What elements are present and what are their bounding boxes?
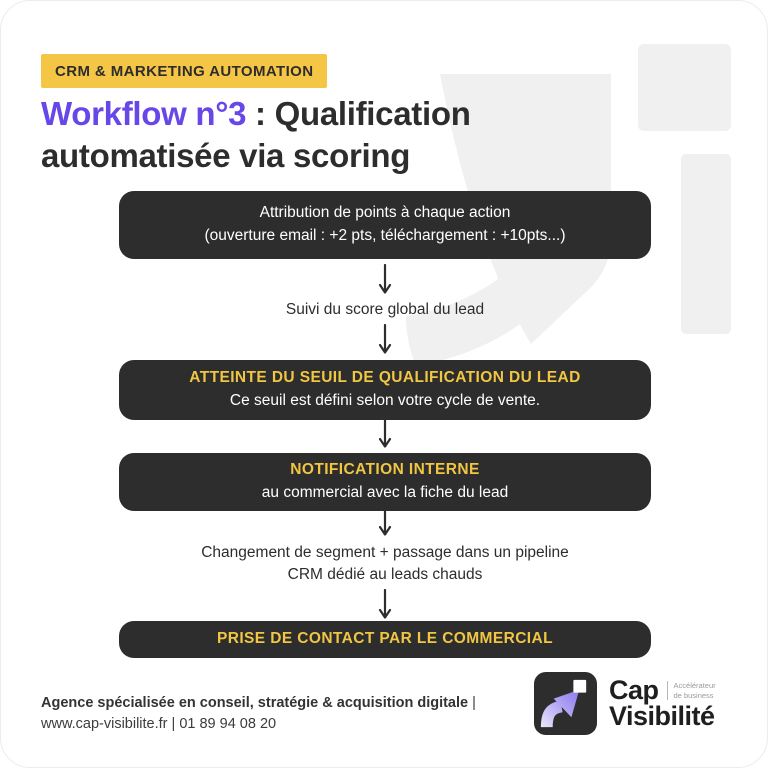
watermark-arrow-shaft	[406, 240, 570, 366]
footer-separator: |	[468, 695, 476, 711]
category-badge-label: CRM & MARKETING AUTOMATION	[55, 63, 314, 80]
flow-step-segment-change: Changement de segment + passage dans un …	[119, 542, 651, 587]
cap-visibilite-logo-icon	[534, 672, 597, 735]
flow-box-threshold: ATTEINTE DU SEUIL DE QUALIFICATION DU LE…	[119, 360, 651, 420]
flow-box3-heading: ATTEINTE DU SEUIL DE QUALIFICATION DU LE…	[189, 369, 581, 386]
title-highlight: Workflow n°3	[41, 95, 247, 132]
logo-name-line2: Visibilité	[609, 701, 715, 731]
flow-box3-sub: Ce seuil est défini selon votre cycle de…	[229, 391, 541, 409]
logo-arrow-shaft	[540, 700, 563, 728]
logo-tagline: Accélérateur de business	[666, 680, 716, 701]
title-line-1: Workflow n°3 : Qualification	[41, 93, 471, 135]
flow-box-contact: PRISE DE CONTACT PAR LE COMMERCIAL	[119, 621, 651, 658]
logo-square-dot	[573, 679, 587, 693]
category-badge: CRM & MARKETING AUTOMATION	[41, 54, 328, 88]
logo-tagline-line1: Accélérateur	[673, 680, 716, 690]
footer-tagline: Agence spécialisée en conseil, stratégie…	[41, 695, 469, 711]
page-title: Workflow n°3 : Qualification automatisée…	[41, 93, 471, 176]
flow-step5-line1: Changement de segment + passage dans un …	[201, 544, 569, 561]
logo-row-top: Cap Accélérateur de business	[609, 677, 716, 704]
arrow-down-icon	[378, 418, 392, 448]
watermark-column	[681, 154, 731, 334]
cap-visibilite-logo: Cap Accélérateur de business Visibilité	[534, 672, 716, 735]
flow-box6-heading: PRISE DE CONTACT PAR LE COMMERCIAL	[217, 630, 553, 647]
title-line1-rest: : Qualification	[246, 95, 471, 132]
arrow-down-icon	[378, 589, 392, 619]
logo-tagline-line2: de business	[673, 690, 714, 700]
title-line-2: automatisée via scoring	[41, 136, 411, 174]
footer-contact: www.cap-visibilite.fr | 01 89 94 08 20	[41, 715, 277, 732]
logo-arrowhead	[553, 689, 580, 718]
footer-text: Agence spécialisée en conseil, stratégie…	[41, 693, 521, 734]
logo-wordmark: Cap Accélérateur de business Visibilité	[609, 677, 716, 730]
flow-box1-line1: Attribution de points à chaque action	[259, 204, 511, 221]
flow-box-notification: NOTIFICATION INTERNE au commercial avec …	[119, 453, 651, 511]
arrow-down-icon	[378, 506, 392, 536]
flow-box4-heading: NOTIFICATION INTERNE	[290, 461, 480, 478]
flow-box-points-attribution: Attribution de points à chaque action (o…	[119, 191, 651, 259]
watermark-square	[638, 44, 731, 131]
flow-step5-line2: CRM dédié au leads chauds	[287, 566, 483, 584]
logo-name-line1: Cap	[609, 675, 659, 705]
flow-box1-line2: (ouverture email : +2 pts, téléchargemen…	[204, 226, 566, 244]
flow-step-score-tracking: Suivi du score global du lead	[285, 301, 485, 318]
arrow-down-icon	[378, 264, 392, 294]
flow-box4-sub: au commercial avec la fiche du lead	[261, 483, 509, 501]
arrow-down-icon	[378, 324, 392, 354]
